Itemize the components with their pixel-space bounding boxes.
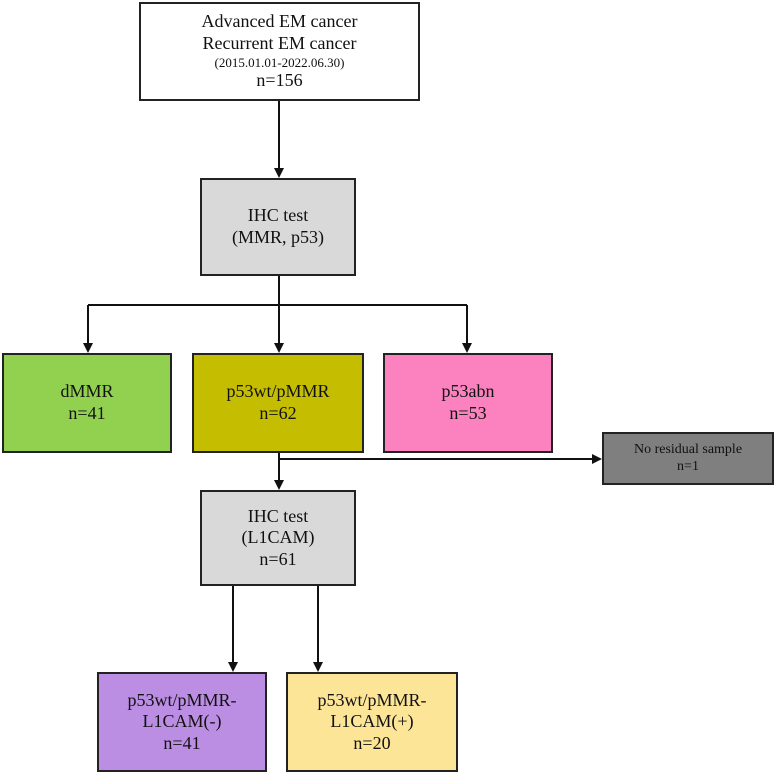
p53wt-label: p53wt/pMMR: [226, 381, 330, 402]
dmmr-count: n=41: [68, 403, 106, 423]
no-residual-count: n=1: [677, 458, 699, 474]
l1cam-pos-count: n=20: [353, 732, 391, 753]
p53abn-count: n=53: [449, 403, 487, 423]
dmmr-box: dMMR n=41: [2, 353, 172, 453]
l1cam-neg-count: n=41: [163, 732, 201, 753]
cohort-line1: Advanced EM cancer: [201, 11, 358, 32]
p53wt-count: n=62: [259, 403, 297, 423]
no-residual-label: No residual sample: [633, 441, 743, 457]
p53wt-pmmr-box: p53wt/pMMR n=62: [192, 353, 364, 453]
l1cam-neg-line1: p53wt/pMMR-: [127, 689, 237, 710]
cohort-count: n=156: [256, 70, 303, 91]
ihc1-line1: IHC test: [247, 205, 309, 226]
ihc-test-mmr-p53-box: IHC test (MMR, p53): [200, 178, 356, 276]
cohort-line2: Recurrent EM cancer: [202, 32, 357, 53]
l1cam-negative-box: p53wt/pMMR- L1CAM(-) n=41: [97, 672, 267, 772]
ihc-test-l1cam-box: IHC test (L1CAM) n=61: [200, 490, 356, 586]
l1cam-pos-line1: p53wt/pMMR-: [317, 689, 427, 710]
ihc1-line2: (MMR, p53): [231, 227, 324, 247]
l1cam-positive-box: p53wt/pMMR- L1CAM(+) n=20: [286, 672, 458, 772]
dmmr-label: dMMR: [60, 381, 114, 402]
cohort-date-range: (2015.01.01-2022.06.30): [214, 54, 345, 70]
ihc2-count: n=61: [259, 548, 297, 569]
l1cam-neg-line2: L1CAM(-): [142, 711, 222, 732]
cohort-box: Advanced EM cancer Recurrent EM cancer (…: [139, 2, 420, 101]
ihc2-line1: IHC test: [247, 505, 309, 526]
no-residual-sample-box: No residual sample n=1: [602, 432, 774, 485]
p53abn-box: p53abn n=53: [383, 353, 553, 453]
l1cam-pos-line2: L1CAM(+): [330, 711, 414, 732]
ihc2-line2: (L1CAM): [241, 527, 315, 548]
p53abn-label: p53abn: [441, 381, 495, 402]
